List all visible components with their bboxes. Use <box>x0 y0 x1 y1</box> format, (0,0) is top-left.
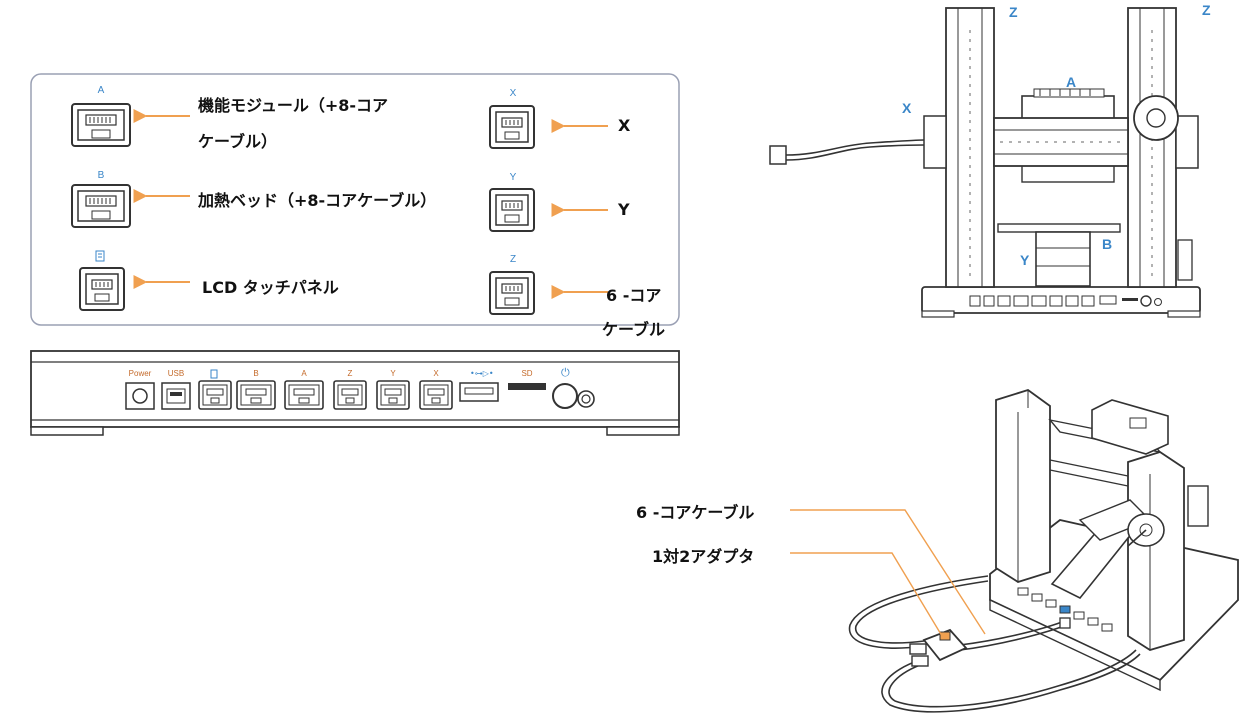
svg-text:⏻: ⏻ <box>561 366 570 379</box>
bay-x-label: X <box>433 369 439 378</box>
bay-b-label: B <box>253 369 259 378</box>
front-z-right: Z <box>1202 2 1211 18</box>
port-x-letter: X <box>509 88 517 99</box>
port-a-desc-line1: 機能モジュール（+8-コア <box>198 96 389 115</box>
front-x: X <box>902 100 912 116</box>
port-lcd-desc: LCD タッチパネル <box>202 278 339 297</box>
bay-y-label: Y <box>390 369 396 378</box>
port-lcd-icon <box>79 267 125 311</box>
port-y-desc: Y <box>618 200 630 219</box>
front-b: B <box>1102 236 1113 252</box>
port-x-icon <box>489 105 535 149</box>
front-y: Y <box>1020 252 1030 268</box>
callout-line-adapter <box>790 552 943 637</box>
port-y-icon <box>489 188 535 232</box>
port-a-icon <box>71 103 131 147</box>
bay-z-label: Z <box>347 369 353 378</box>
port-z-desc-line2: ケーブル <box>602 320 666 339</box>
iso-view-printer <box>848 389 1239 713</box>
front-a: A <box>1066 74 1077 90</box>
port-a-desc-line2: ケーブル） <box>198 132 278 151</box>
callout-line-cable <box>790 509 986 635</box>
port-x-desc: X <box>618 116 631 135</box>
port-z-letter: Z <box>509 254 517 265</box>
port-z-desc-line1: 6 -コア <box>606 286 662 305</box>
bay-sd-label: SD <box>521 369 533 378</box>
port-z-icon <box>489 271 535 315</box>
bay-power-label: Power <box>128 369 152 378</box>
port-a-letter: A <box>97 85 105 96</box>
port-b-letter: B <box>97 170 105 181</box>
port-y-letter: Y <box>509 172 517 183</box>
bay-usb-label: USB <box>167 369 185 378</box>
port-b-icon <box>71 184 131 228</box>
lcd-symbol-icon <box>95 250 105 262</box>
front-view-printer <box>769 7 1201 318</box>
front-z-left: Z <box>1009 4 1018 20</box>
controller-bar: •⊶▷• ⏻ <box>30 350 680 436</box>
bay-a-label: A <box>301 369 307 378</box>
callout-adapter-label: 1対2アダプタ <box>652 547 755 566</box>
port-b-desc: 加熱ベッド（+8-コアケーブル） <box>198 191 437 210</box>
callout-cable-label: 6 -コアケーブル <box>636 503 755 522</box>
svg-text:•⊶▷•: •⊶▷• <box>470 369 494 378</box>
